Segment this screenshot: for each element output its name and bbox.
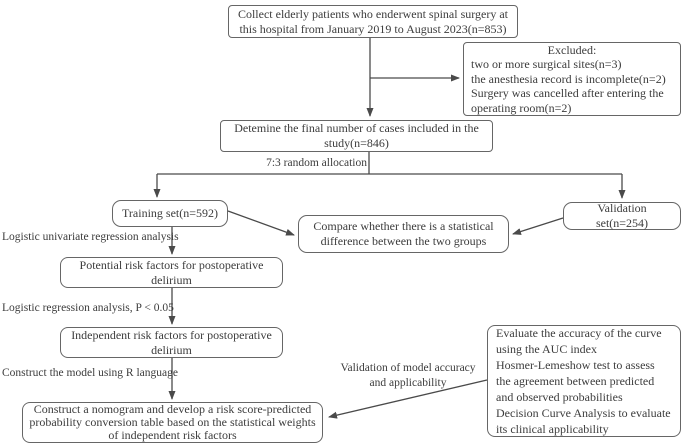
arrow-validation-to-compare	[512, 217, 564, 235]
evaluate-box: Evaluate the accuracy of the curve using…	[487, 325, 681, 437]
nomogram-box: Construct a nomogram and develop a risk …	[22, 402, 323, 443]
excluded-box: Excluded: two or more surgical sites(n=3…	[463, 42, 681, 116]
excluded-item: two or more surgical sites(n=3)	[471, 57, 622, 72]
arrow-training-to-compare	[227, 210, 295, 236]
validation-set-box: Validation set(n=254)	[563, 201, 681, 230]
independent-risk-factors-box: Independent risk factors for postoperati…	[60, 327, 283, 358]
allocation-label: 7:3 random allocation	[266, 157, 367, 169]
logistic-regression-label: Logistic regression analysis, P < 0.05	[2, 302, 174, 314]
excluded-item: the anesthesia record is incomplete(n=2)	[471, 71, 666, 86]
evaluate-item: Hosmer-Lemeshow test to assess the agree…	[496, 358, 655, 404]
univariate-analysis-label: Logistic univariate regression analysis	[2, 231, 179, 243]
construct-model-label: Construct the model using R language	[2, 367, 178, 379]
collect-patients-box: Collect elderly patients who enderwent s…	[228, 5, 518, 38]
evaluate-item: Decision Curve Analysis to evaluate its …	[496, 406, 671, 436]
training-set-box: Training set(n=592)	[112, 200, 228, 227]
arrow-evaluate-to-nomogram	[328, 379, 488, 419]
compare-groups-box: Compare whether there is a statistical d…	[298, 215, 509, 253]
validation-accuracy-label: Validation of model accuracy and applica…	[340, 362, 476, 389]
evaluate-item: Evaluate the accuracy of the curve using…	[496, 326, 662, 356]
excluded-title: Excluded:	[547, 42, 597, 57]
potential-risk-factors-box: Potential risk factors for postoperative…	[60, 257, 283, 288]
determine-cases-box: Detemine the final number of cases inclu…	[220, 120, 493, 152]
excluded-item: Surgery was cancelled after entering the…	[471, 86, 664, 115]
